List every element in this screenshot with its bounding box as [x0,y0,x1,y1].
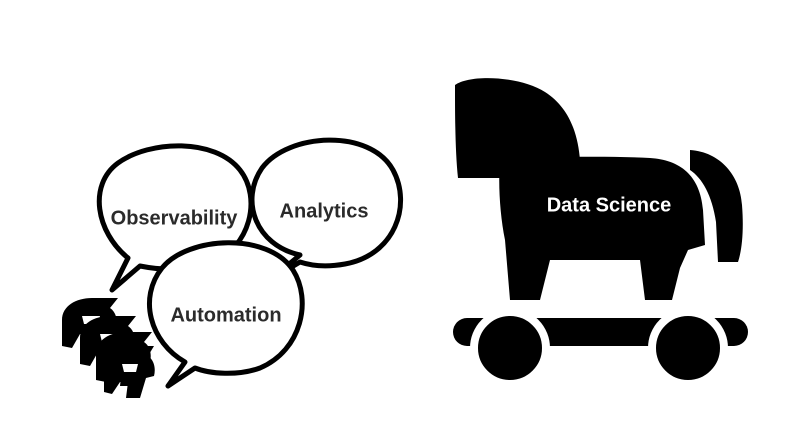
trojan-horse-icon [453,78,748,388]
horse-wheel-left [470,308,550,388]
speech-bubble-analytics [249,137,404,283]
horse-tail [690,150,743,262]
spartan-helmet-icon [104,346,155,398]
horse-head [455,78,580,178]
horse-label-data-science: Data Science [546,194,672,217]
bubble-label-automation: Automation [170,304,282,327]
speech-bubble-icon [249,137,404,283]
horse-wheel-right [648,308,728,388]
speech-bubble-icon [147,240,305,389]
bubble-label-analytics: Analytics [279,200,369,223]
bubble-label-observability: Observability [110,207,238,230]
speech-bubble-automation [147,240,305,389]
horse-body [499,156,705,300]
spartan-helmet-group [62,298,155,398]
